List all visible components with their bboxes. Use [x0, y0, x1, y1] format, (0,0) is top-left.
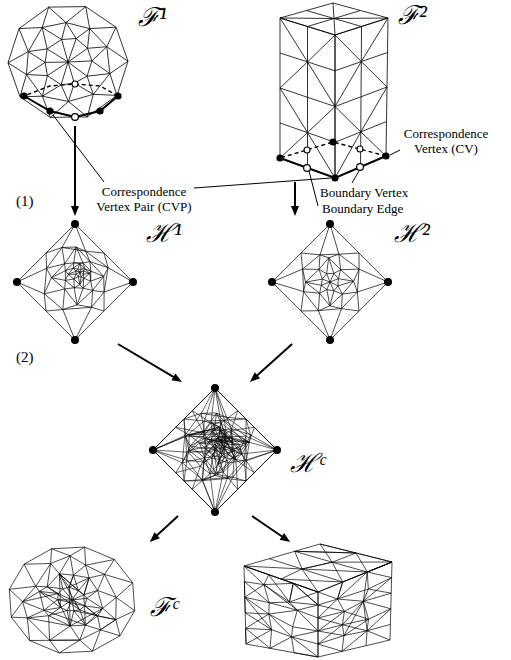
- boundary-vertex: [72, 114, 79, 121]
- callout-text: Correspondence Vertex Pair (CVP): [88, 184, 200, 214]
- step-number: (2): [16, 350, 34, 365]
- flow-arrow: [118, 344, 182, 382]
- leader-line: [53, 115, 104, 182]
- correspondence-vertex: [329, 138, 336, 145]
- mesh-figure: ℋᶜ: [149, 382, 281, 516]
- leader-line: [309, 171, 318, 206]
- corner-dot: [129, 278, 137, 286]
- boundary-edge: [24, 96, 118, 117]
- figure-label: ℋ¹: [146, 220, 182, 249]
- arrow-shaft: [118, 344, 175, 378]
- flow-arrow: [252, 516, 290, 542]
- correspondence-vertex: [382, 152, 389, 159]
- corner-dot: [326, 220, 334, 228]
- embedding-mesh: [272, 224, 388, 340]
- figure-label: ℱ¹: [138, 4, 167, 33]
- boundary-vertex: [357, 164, 364, 171]
- correspondence-vertex: [46, 107, 53, 114]
- corner-dot: [326, 336, 334, 344]
- mesh-figure: ℋ²: [268, 216, 392, 344]
- embedding-mesh: [17, 224, 133, 340]
- callout-text: Correspondence Vertex (CV): [396, 126, 496, 156]
- callout-text: Boundary Vertex: [320, 185, 408, 200]
- correspondence-vertex: [96, 107, 103, 114]
- result-mesh: [9, 547, 134, 653]
- arrow-shaft: [74, 126, 76, 208]
- flow-arrow: [71, 126, 79, 216]
- arrow-head: [280, 533, 291, 542]
- arrow-shaft: [256, 344, 292, 377]
- corner-dot: [268, 278, 276, 286]
- boundary-vertex: [304, 147, 310, 153]
- corner-dot: [211, 384, 219, 392]
- corner-dot: [71, 336, 79, 344]
- leader-line: [390, 150, 400, 155]
- source-mesh: [8, 7, 128, 118]
- arrow-shaft: [252, 516, 284, 538]
- corner-dot: [211, 508, 219, 516]
- arrow-shaft: [294, 182, 296, 208]
- corner-dot: [149, 446, 157, 454]
- figure-label: ℱ²: [398, 2, 427, 31]
- mesh-figure: ℱᶜ: [4, 542, 396, 658]
- correspondence-vertex: [276, 154, 283, 161]
- step-number: (1): [16, 194, 34, 209]
- mesh-figure: ℱ¹: [6, 2, 132, 126]
- flow-arrow: [291, 182, 299, 216]
- boundary-edge: [280, 156, 386, 178]
- figure-label: ℋᶜ: [290, 450, 325, 479]
- source-mesh: [280, 3, 388, 178]
- boundary-vertex: [304, 165, 311, 172]
- boundary-vertex: [72, 81, 78, 87]
- callout-text: Boundary Edge: [322, 201, 403, 216]
- corner-dot: [71, 220, 79, 228]
- flow-arrow: [250, 344, 292, 382]
- arrow-shaft: [156, 516, 178, 537]
- mesh-figure: ℋ¹: [13, 216, 137, 344]
- corner-dot: [13, 278, 21, 286]
- leader-line: [352, 171, 359, 183]
- leader-line: [194, 178, 331, 188]
- mesh-figure: ℱ²: [272, 0, 392, 182]
- corner-dot: [273, 446, 281, 454]
- boundary-edge-hidden: [24, 84, 118, 96]
- result-mesh: [244, 544, 392, 657]
- mesh-group: [8, 3, 392, 657]
- correspondence-vertex: [114, 92, 121, 99]
- correspondence-vertex: [20, 92, 27, 99]
- figure-label: ℱᶜ: [150, 594, 178, 623]
- figure-label: ℋ²: [394, 220, 430, 249]
- merged-mesh: [153, 388, 277, 512]
- flow-arrow: [150, 516, 178, 542]
- corner-dot: [384, 278, 392, 286]
- boundary-vertex: [357, 146, 363, 152]
- correspondence-vertex: [331, 174, 338, 181]
